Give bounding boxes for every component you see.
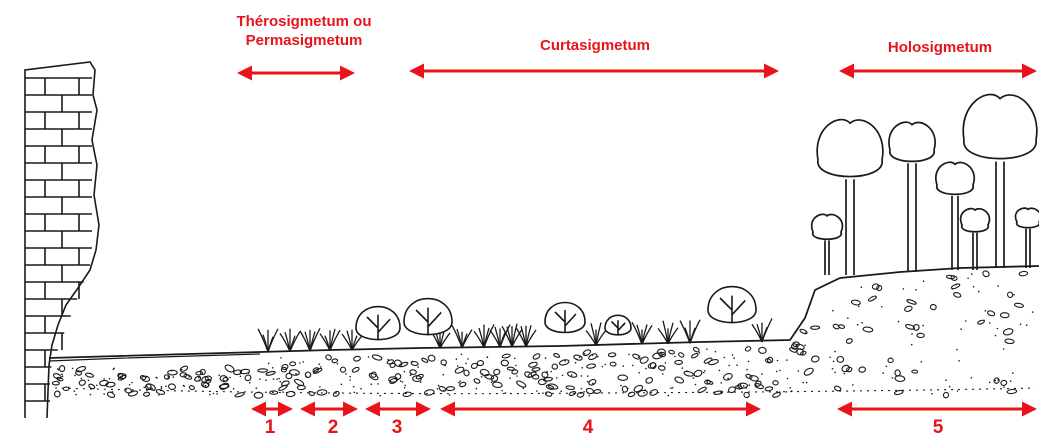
- label-curtasigmetum: Curtasigmetum: [505, 36, 685, 55]
- zone-number-4: 4: [578, 418, 598, 438]
- label-therosigmetum-line2: Permasigmetum: [214, 31, 394, 50]
- zone-number-5: 5: [928, 418, 948, 438]
- zone-number-2: 2: [323, 418, 343, 438]
- forest-vegetation: [812, 95, 1039, 275]
- cliff-wall: [25, 62, 99, 418]
- label-therosigmetum-line1: Thérosigmetum ou: [214, 12, 394, 31]
- top-arrows: [240, 71, 1034, 73]
- label-therosigmetum: Thérosigmetum ou Permasigmetum: [214, 12, 394, 50]
- label-holosigmetum: Holosigmetum: [860, 38, 1020, 57]
- ground-profile: [49, 266, 1039, 361]
- zone-number-3: 3: [387, 418, 407, 438]
- zone-number-1: 1: [260, 418, 280, 438]
- shrub-vegetation: [356, 287, 756, 341]
- gravel-substrate: [52, 270, 1035, 399]
